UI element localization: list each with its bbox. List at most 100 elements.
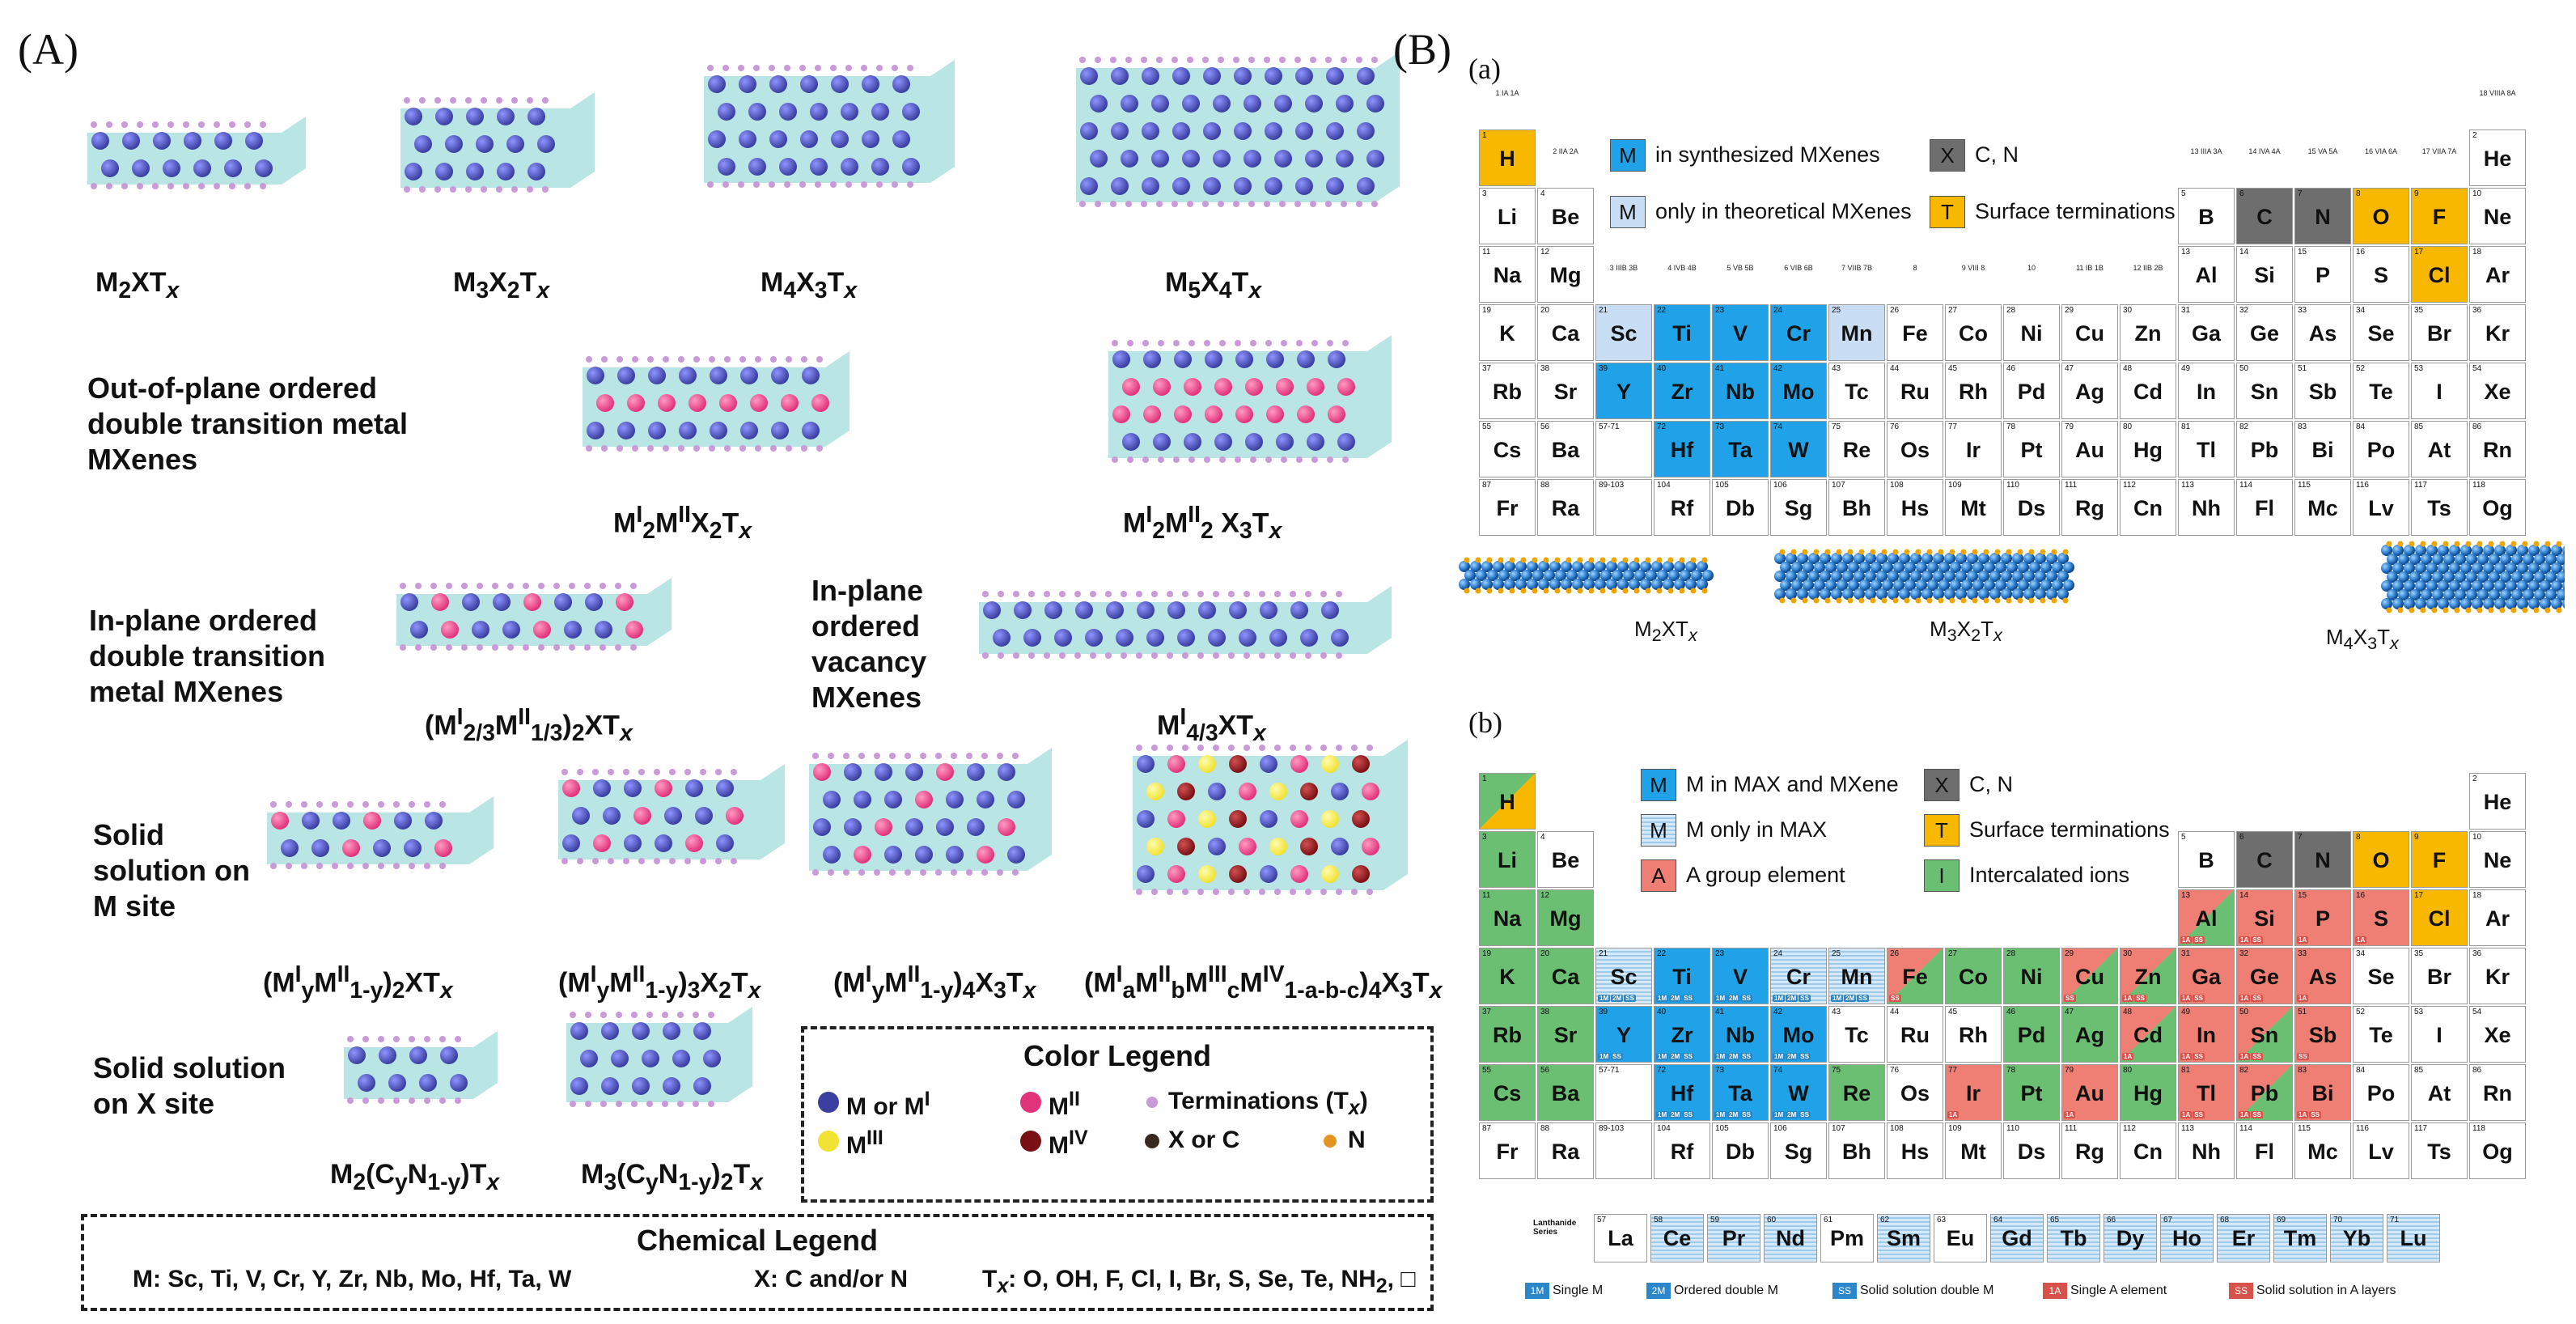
element-symbol: Zn — [2134, 321, 2162, 346]
legend-swatch-green: I — [1924, 859, 1960, 892]
atomic-number: 107 — [1832, 1124, 1845, 1133]
element-symbol: F — [2432, 848, 2447, 872]
metal-atom — [1995, 579, 2006, 591]
atomic-number: 26 — [1890, 949, 1900, 958]
atomic-number: 4 — [1540, 833, 1545, 842]
atomic-number: 60 — [1767, 1216, 1777, 1224]
element-symbol: Ne — [2483, 205, 2512, 229]
element-symbol: Nh — [2192, 1139, 2221, 1164]
element-symbol: Te — [2369, 380, 2393, 404]
atomic-number: 27 — [1948, 949, 1958, 958]
termination-atom — [1790, 549, 1797, 555]
metal-atom — [1623, 570, 1634, 581]
atomic-number: 24 — [1773, 949, 1783, 958]
metal-atom — [2415, 598, 2426, 609]
metal-atom — [1944, 553, 1955, 564]
element-symbol: Br — [2426, 321, 2451, 346]
atomic-number: 18 — [2472, 891, 2482, 900]
termination-atom — [1915, 549, 1921, 555]
element-symbol: Db — [1726, 496, 1755, 520]
element-symbol: Kr — [2485, 965, 2510, 989]
atomic-number: 23 — [1715, 306, 1725, 315]
atomic-number: 42 — [1773, 1008, 1783, 1016]
atomic-number: 39 — [1599, 1008, 1608, 1016]
metal-atom — [2455, 554, 2466, 565]
element-symbol: Li — [1498, 848, 1517, 872]
metal-atom — [2557, 554, 2565, 565]
metal-atom — [2001, 571, 2012, 582]
termination-atom — [1656, 588, 1663, 594]
legend-swatch-blue: M — [1610, 139, 1646, 172]
metal-atom — [2528, 580, 2540, 592]
element-symbol: Na — [1493, 263, 1522, 287]
metal-atom — [1595, 561, 1606, 572]
element-symbol: Mc — [2307, 496, 2338, 520]
termination-atom — [1858, 549, 1865, 555]
metal-atom — [2460, 598, 2472, 609]
metal-atom — [1882, 562, 1893, 573]
metal-atom — [2006, 579, 2018, 591]
tag-text: Solid solution double M — [1860, 1284, 1994, 1297]
termination-atom — [2465, 541, 2472, 547]
termination-atom — [1464, 588, 1470, 594]
atomic-number: 35 — [2414, 306, 2424, 315]
termination-atom — [1599, 557, 1606, 563]
element-symbol: Fe — [1902, 321, 1928, 346]
metal-atom — [1685, 561, 1697, 572]
element-symbol: Pt — [2020, 1081, 2043, 1105]
termination-atom — [2488, 541, 2494, 547]
element-symbol: I — [2436, 1023, 2443, 1047]
element-symbol: Fl — [2255, 496, 2274, 520]
element-symbol: Po — [2366, 438, 2396, 462]
metal-atom — [2528, 562, 2540, 574]
element-symbol: Se — [2367, 965, 2395, 989]
atomic-number: 37 — [1482, 1008, 1492, 1016]
atomic-number: 25 — [1832, 949, 1841, 958]
termination-atom — [2544, 607, 2551, 613]
termination-atom — [2510, 607, 2517, 613]
metal-atom — [1961, 562, 1972, 573]
atomic-number: 75 — [1832, 422, 1841, 431]
metal-atom — [1797, 571, 1808, 582]
metal-atom — [2557, 589, 2565, 600]
termination-atom — [2443, 607, 2449, 613]
termination-atom — [1949, 597, 1955, 604]
metal-atom — [1617, 579, 1629, 590]
atomic-number: 34 — [2356, 949, 2366, 958]
element-tags: SS — [2064, 995, 2076, 1002]
termination-atom — [1892, 597, 1899, 604]
metal-atom — [1842, 571, 1854, 582]
termination-atom — [1532, 588, 1538, 594]
termination-atom — [2431, 607, 2438, 613]
element-symbol: Tl — [2197, 1081, 2216, 1105]
metal-atom — [1527, 579, 1538, 590]
metal-atom — [1691, 570, 1702, 581]
termination-atom — [1790, 597, 1797, 604]
solid-x-label: Solid solution on X site — [93, 1051, 286, 1120]
element-symbol: Tb — [2060, 1226, 2087, 1250]
legend-miii: MIII — [846, 1127, 883, 1159]
termination-atom — [1611, 557, 1617, 563]
